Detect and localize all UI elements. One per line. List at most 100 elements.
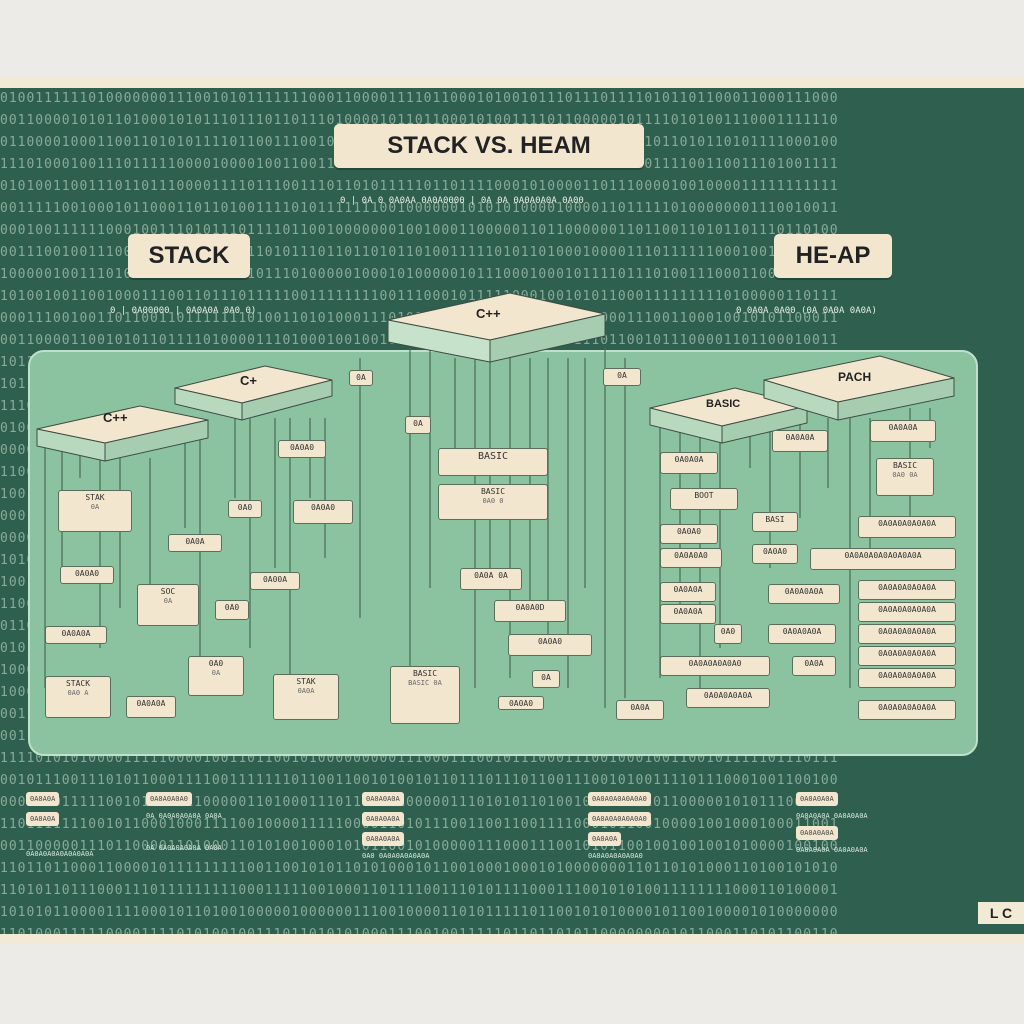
center-node: 0A0A0D xyxy=(494,600,566,622)
center-node: 0A0A0 xyxy=(498,696,544,710)
node-label: 0A0A0 xyxy=(310,503,336,512)
node-label: 0A0A xyxy=(630,703,650,712)
heap-node: 0A0A0A0A0A0A xyxy=(858,646,956,666)
stack-caption: 0 | 0A00000 | 0A0A0A 0A0 0) xyxy=(110,306,257,316)
footer-text: 0A 0A0A0A0A0A 0A0A xyxy=(146,812,222,820)
heap-node: 0A0A0A0A0A0A0A0A xyxy=(810,548,956,570)
node-label: 0A0 xyxy=(224,603,240,612)
node-label: 0A0A0A xyxy=(136,699,166,708)
node-sub: 0A xyxy=(163,596,173,605)
node-label: 0A0A0A0A0A0A0A0A xyxy=(844,551,922,560)
node-label: 0A0A0A0A0A0A xyxy=(878,627,936,636)
node-label: 0A0A xyxy=(185,537,205,546)
node-label: 0A0A 0A xyxy=(474,571,508,580)
node-label: 0A0A0A0A xyxy=(782,627,822,636)
node-label: 0A0A0A xyxy=(673,607,703,616)
footer-key: 0A0A0A0A xyxy=(362,832,404,846)
heap-node: 0A0A0A0A0A0A xyxy=(858,668,956,688)
node-label: 0A0A0A0A0A0A xyxy=(878,583,936,592)
heap-node: 0A0A0A0A xyxy=(768,584,840,604)
heap-node: 0A0A0A xyxy=(660,604,716,624)
node-sub: BASIC 0A xyxy=(408,678,442,687)
node-sub: 0A0 A xyxy=(67,688,89,697)
heap-node: 0A0A0A xyxy=(660,452,718,474)
node-label: 0A0A0A0A0A0A xyxy=(878,703,936,712)
stack-node: 0A00A xyxy=(250,572,300,590)
node-label: 0A0 xyxy=(237,503,253,512)
heap-node: 0A0A0A0A0A0 xyxy=(660,656,770,676)
node-label: STAK xyxy=(85,493,105,502)
node-label: 0A0A0A0 xyxy=(674,551,708,560)
heap-node: 0A0A0 xyxy=(752,544,798,564)
diagram-subtitle: 0 | 0A 0 0A0AA 0A0A0000 | 0A 0A 0A0A0A0A… xyxy=(340,196,584,206)
node-label: 0A0A0A0A0A0 xyxy=(688,659,742,668)
footer-key: 0A0A0A0A0 xyxy=(146,792,192,806)
center-node: 0A0A 0A xyxy=(460,568,522,590)
node-sub: 0A0A xyxy=(297,686,315,695)
diagram-board: 0100111111010000000111001010111111100011… xyxy=(0,88,1024,934)
node-sub: 0A xyxy=(90,502,100,511)
node-sub: 0A0 0A xyxy=(892,470,918,479)
footer-col-4: 0A0A0A0A0A0A0 0A0A0A0A0A0A0 0A0A0A 0A0A0… xyxy=(588,792,651,860)
node-label: BASIC xyxy=(477,451,509,462)
node-sub: 0A xyxy=(211,668,221,677)
corner-logo: L C xyxy=(978,902,1024,924)
heap-node: BASI xyxy=(752,512,798,532)
footer-text: 0A0A0A0A0A0A0 xyxy=(588,852,643,860)
center-node: 0A xyxy=(603,368,641,386)
footer-key: 0A0A0A xyxy=(26,792,60,806)
heap-node: 0A0A0A0A0A0A xyxy=(858,700,956,720)
node-label: 0A xyxy=(541,673,551,682)
heap-heading: HE-AP xyxy=(774,234,892,278)
footer-key: 0A0A0A0A xyxy=(796,792,838,806)
stack-node: 0A0A0 xyxy=(60,566,114,584)
stack-node: 0A0 xyxy=(228,500,262,518)
node-label: 0A0A0A0A0A0A xyxy=(878,649,936,658)
node-label: 0A0A0 xyxy=(676,527,702,536)
heap-node: 0A0A0A0 xyxy=(660,548,722,568)
node-label: 0A0A0A xyxy=(673,585,703,594)
node-label: 0A0A0 xyxy=(537,637,563,646)
stack-node: 0A0A0A xyxy=(45,626,107,644)
node-label: 0A xyxy=(413,419,423,428)
footer-key: 0A0A0A0A0A0A0 xyxy=(588,812,651,826)
node-label: BOOT xyxy=(694,491,714,500)
block-center xyxy=(387,292,606,363)
stack-heading: STACK xyxy=(128,234,250,278)
node-label: STACK xyxy=(65,679,91,688)
node-label: 0A0 xyxy=(208,659,224,668)
node-label: 0A0A0A0A xyxy=(784,587,824,596)
footer-key: 0A0A0A0A xyxy=(362,792,404,806)
heap-node: 0A0A0A xyxy=(772,430,828,452)
node-label: 0A0A0A xyxy=(888,423,918,432)
heap-node: 0A0 xyxy=(714,624,742,644)
heap-node: 0A0A0A xyxy=(870,420,936,442)
footer-col-5: 0A0A0A0A 0A0A0A0A 0A0A0A0A 0A0A0A0A 0A0A… xyxy=(796,792,868,854)
footer-col-3: 0A0A0A0A 0A0A0A0A 0A0A0A0A 0A0 0A0A0A0A0… xyxy=(362,792,429,860)
stack-node: 0A0A0A xyxy=(126,696,176,718)
stack-node: 0A0A0 xyxy=(293,500,353,524)
center-node: 0A0A0 xyxy=(508,634,592,656)
footer-key: 0A0A0A xyxy=(588,832,622,846)
node-label: 0A00A xyxy=(262,575,288,584)
node-label: BASIC xyxy=(480,487,506,496)
heap-node: BOOT xyxy=(670,488,738,510)
heap-caption: 0 0A0A 0A00 (0A 0A0A 0A0A) xyxy=(736,306,877,316)
node-label: 0A0A0 xyxy=(762,547,788,556)
node-label: 0A0A0A xyxy=(785,433,815,442)
footer-col-1: 0A0A0A 0A0A0A 0A0A0A0A0A0A0A0A xyxy=(26,792,93,858)
heap-node: 0A0A0A0A0A0A xyxy=(858,516,956,538)
block-basic-label: BASIC xyxy=(706,398,741,410)
node-label: 0A0A0D xyxy=(515,603,545,612)
block-mid-left xyxy=(174,365,333,421)
block-left xyxy=(36,405,209,462)
footer-text: 0A0A0A0A 0A0A0A0A xyxy=(796,812,868,820)
poster: 0100111111010000000111001010111111100011… xyxy=(0,78,1024,944)
node-sub: 0A0 0 xyxy=(482,496,504,505)
diagram-title: STACK VS. HEAM xyxy=(334,124,644,168)
